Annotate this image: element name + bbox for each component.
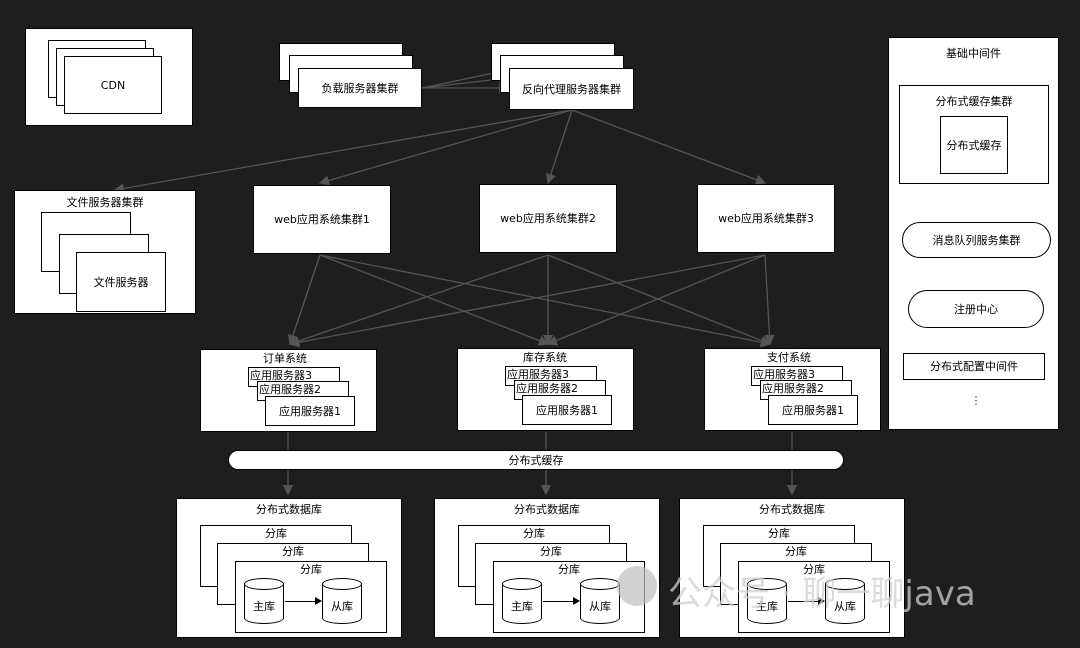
replication-arrow — [285, 601, 317, 602]
replication-arrow-head — [573, 597, 580, 605]
web-cluster-1-label: web应用系统集群1 — [274, 213, 370, 226]
proxy-cluster-label: 反向代理服务器集群 — [522, 82, 621, 96]
file-cluster-title: 文件服务器集群 — [66, 196, 144, 209]
app-server-label: 应用服务器1 — [279, 404, 341, 418]
app-server-label: 应用服务器2 — [516, 382, 578, 395]
cache-cluster-label: 分布式缓存集群 — [935, 95, 1013, 108]
file-server: 文件服务器 — [76, 252, 166, 312]
config-middleware: 分布式配置中间件 — [903, 353, 1045, 380]
database-cluster-label: 分布式数据库 — [514, 503, 580, 516]
order-system-label: 订单系统 — [263, 352, 307, 365]
replication-arrow — [788, 601, 820, 602]
shard-label: 分库 — [300, 563, 322, 576]
proxy-cluster: 反向代理服务器集群 — [509, 68, 634, 110]
app-server-1: 应用服务器1 — [522, 395, 612, 425]
cache-label: 分布式缓存 — [946, 138, 1002, 152]
distributed-cache-bar: 分布式缓存 — [228, 450, 844, 470]
middleware-title: 基础中间件 — [946, 47, 1001, 60]
db-cylinder-body — [322, 584, 362, 624]
db-cylinder-body — [244, 584, 284, 624]
shard-label: 分库 — [540, 545, 562, 558]
mq-cluster: 消息队列服务集群 — [902, 222, 1051, 258]
watermark: 公众号 · 聊一聊java — [668, 574, 976, 614]
app-server-1: 应用服务器1 — [768, 395, 858, 425]
app-server-label: 应用服务器2 — [762, 382, 824, 395]
web-cluster-2: web应用系统集群2 — [479, 184, 617, 253]
slave-db-label: 从库 — [331, 600, 353, 613]
shard-label: 分库 — [523, 527, 545, 540]
master-db-label: 主库 — [253, 600, 275, 613]
registry-center: 注册中心 — [908, 290, 1044, 328]
db-cylinder-body — [580, 584, 620, 624]
shard-label: 分库 — [282, 545, 304, 558]
master-db-label: 主库 — [756, 600, 778, 613]
inventory-system-label: 库存系统 — [523, 351, 567, 364]
db-cylinder-top — [322, 578, 362, 590]
db-cylinder-top — [244, 578, 284, 590]
db-cylinder-top — [825, 578, 865, 590]
mq-label: 消息队列服务集群 — [932, 233, 1021, 247]
app-server-label: 应用服务器1 — [782, 403, 844, 417]
database-cluster-label: 分布式数据库 — [256, 503, 322, 516]
replication-arrow — [543, 601, 575, 602]
distributed-cache-bar-label: 分布式缓存 — [508, 453, 564, 467]
db-cylinder-top — [747, 578, 787, 590]
cdn-label: CDN — [100, 78, 126, 92]
shard-label: 分库 — [803, 563, 825, 576]
file-server-label: 文件服务器 — [93, 275, 149, 289]
web-cluster-2-label: web应用系统集群2 — [500, 212, 596, 225]
app-server-label: 应用服务器2 — [259, 383, 321, 396]
cdn-doc: CDN — [64, 56, 162, 114]
app-server-label: 应用服务器3 — [250, 369, 312, 382]
db-cylinder-top — [580, 578, 620, 590]
db-cylinder-body — [502, 584, 542, 624]
web-cluster-3: web应用系统集群3 — [697, 184, 835, 253]
web-cluster-3-label: web应用系统集群3 — [718, 212, 814, 225]
app-server-label: 应用服务器3 — [507, 368, 569, 381]
web-cluster-1: web应用系统集群1 — [253, 185, 391, 254]
shard-label: 分库 — [265, 527, 287, 540]
app-server-1: 应用服务器1 — [265, 396, 355, 426]
db-cylinder-body — [825, 584, 865, 624]
config-label: 分布式配置中间件 — [930, 360, 1018, 373]
replication-arrow-head — [315, 597, 322, 605]
shard-label: 分库 — [785, 545, 807, 558]
registry-label: 注册中心 — [954, 302, 998, 316]
db-cylinder-top — [502, 578, 542, 590]
app-server-label: 应用服务器3 — [753, 368, 815, 381]
database-cluster-label: 分布式数据库 — [759, 503, 825, 516]
lb-cluster-label: 负载服务器集群 — [321, 81, 399, 95]
app-server-label: 应用服务器1 — [536, 403, 598, 417]
slave-db-label: 从库 — [834, 600, 856, 613]
lb-cluster: 负载服务器集群 — [298, 68, 422, 108]
shard-label: 分库 — [558, 563, 580, 576]
slave-db-label: 从库 — [589, 600, 611, 613]
payment-system-label: 支付系统 — [767, 351, 811, 364]
wechat-icon — [617, 566, 657, 606]
shard-label: 分库 — [768, 527, 790, 540]
master-db-label: 主库 — [511, 600, 533, 613]
db-cylinder-body — [747, 584, 787, 624]
cache-doc: 分布式缓存 — [940, 116, 1008, 174]
more-indicator: ⋮ — [970, 394, 982, 407]
replication-arrow-head — [818, 597, 825, 605]
